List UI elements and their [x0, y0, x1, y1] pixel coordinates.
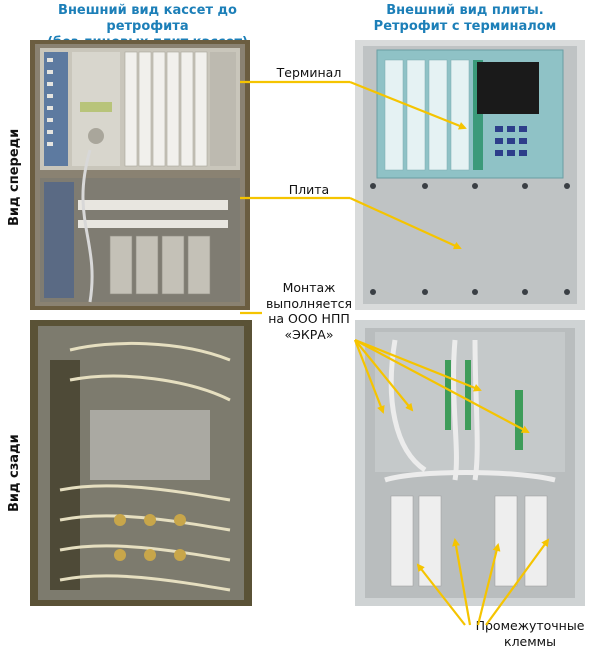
plate-callout: Плита: [288, 182, 330, 197]
right-column-heading: Внешний вид плиты. Ретрофит с терминалом: [345, 3, 585, 35]
mounting-callout-line2: выполняется: [265, 295, 353, 311]
left-heading-line1: Внешний вид кассет до ретрофита: [58, 3, 237, 34]
intermediate-terminals-line2: клеммы: [504, 633, 556, 649]
front-view-label: Вид спереди: [7, 128, 22, 226]
back-view-label: Вид сзади: [7, 434, 22, 512]
front-cassettes-photo: [30, 40, 250, 310]
right-heading-line1: Внешний вид плиты.: [386, 3, 544, 18]
mounting-callout-line1: Монтаж: [282, 280, 336, 295]
intermediate-terminals-line1: Промежуточные: [475, 618, 585, 633]
back-cassettes-photo: [30, 320, 252, 606]
mounting-callout-line3: на ООО НПП: [268, 311, 350, 326]
terminal-callout: Терминал: [276, 65, 342, 80]
retrofit-plate-front-photo: [355, 40, 585, 310]
retrofit-plate-back-photo: [355, 320, 585, 606]
mounting-callout-line4: «ЭКРА»: [284, 326, 334, 342]
mounting-callout: Монтаж выполняется на ООО НПП «ЭКРА»: [258, 280, 360, 342]
right-heading-line2: Ретрофит с терминалом: [373, 19, 557, 34]
intermediate-terminals-callout: Промежуточные клеммы: [465, 618, 595, 649]
